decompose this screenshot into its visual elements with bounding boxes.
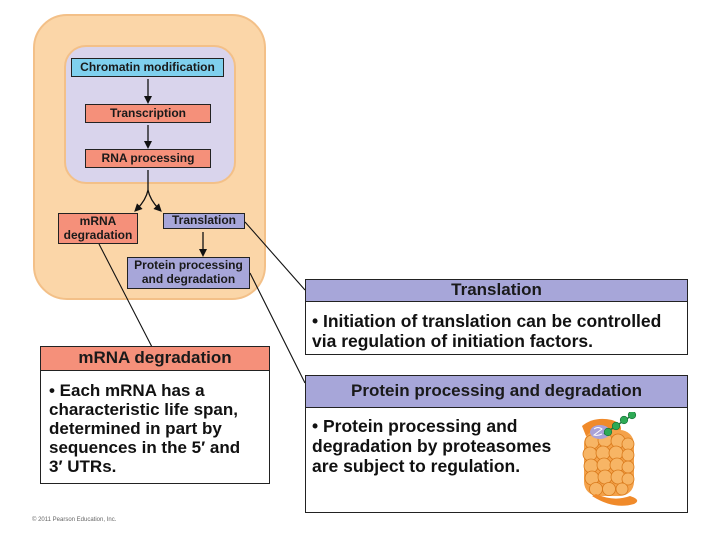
panel-mrna-line: • Each mRNA has a (49, 381, 205, 400)
panel-protein-processing-body: • Protein processing and degradation by … (306, 408, 687, 484)
panel-protein-line: are subject to regulation. (312, 456, 521, 476)
copyright-text: © 2011 Pearson Education, Inc. (32, 517, 117, 523)
panel-mrna-line: sequences in the 5′ and (49, 438, 241, 457)
panel-translation-body: • Initiation of translation can be contr… (312, 311, 662, 351)
step-rna-processing: RNA processing (85, 149, 211, 168)
panel-protein-line: degradation by proteasomes (312, 436, 552, 456)
panel-mrna-line: determined in part by (49, 419, 222, 438)
panel-mrna-line: characteristic life span, (49, 400, 238, 419)
arrow-to-translation (147, 189, 162, 212)
panel-translation-title: Translation (306, 280, 687, 302)
panel-protein-processing: Protein processing and degradation • Pro… (305, 375, 688, 513)
panel-mrna-line: 3′ UTRs. (49, 457, 117, 476)
step-protein-processing-line2: and degradation (141, 272, 236, 286)
panel-mrna-degradation-title: mRNA degradation (41, 347, 269, 371)
step-protein-processing: Protein processing and degradation (127, 257, 250, 289)
connector-mrna-panel (98, 243, 153, 348)
step-mrna-degradation-line2: degradation (63, 227, 133, 242)
step-mrna-degradation: mRNA degradation (58, 213, 138, 244)
panel-mrna-degradation-body: • Each mRNA has a characteristic life sp… (41, 371, 269, 486)
step-chromatin-modification: Chromatin modification (71, 58, 224, 77)
panel-protein-line: • Protein processing and (312, 416, 518, 436)
step-mrna-degradation-line1: mRNA (79, 213, 117, 228)
proteasome-icon (582, 412, 638, 506)
panel-protein-processing-title: Protein processing and degradation (306, 376, 687, 408)
connector-translation-panel (244, 221, 306, 291)
panel-translation: Translation • Initiation of translation … (305, 279, 688, 355)
arrow-to-mrna-degradation (134, 189, 149, 212)
step-protein-processing-line1: Protein processing (134, 258, 243, 273)
step-translation: Translation (163, 213, 245, 229)
connector-protein-panel (249, 272, 306, 384)
step-transcription: Transcription (85, 104, 211, 123)
panel-mrna-degradation: mRNA degradation • Each mRNA has a chara… (40, 346, 270, 484)
